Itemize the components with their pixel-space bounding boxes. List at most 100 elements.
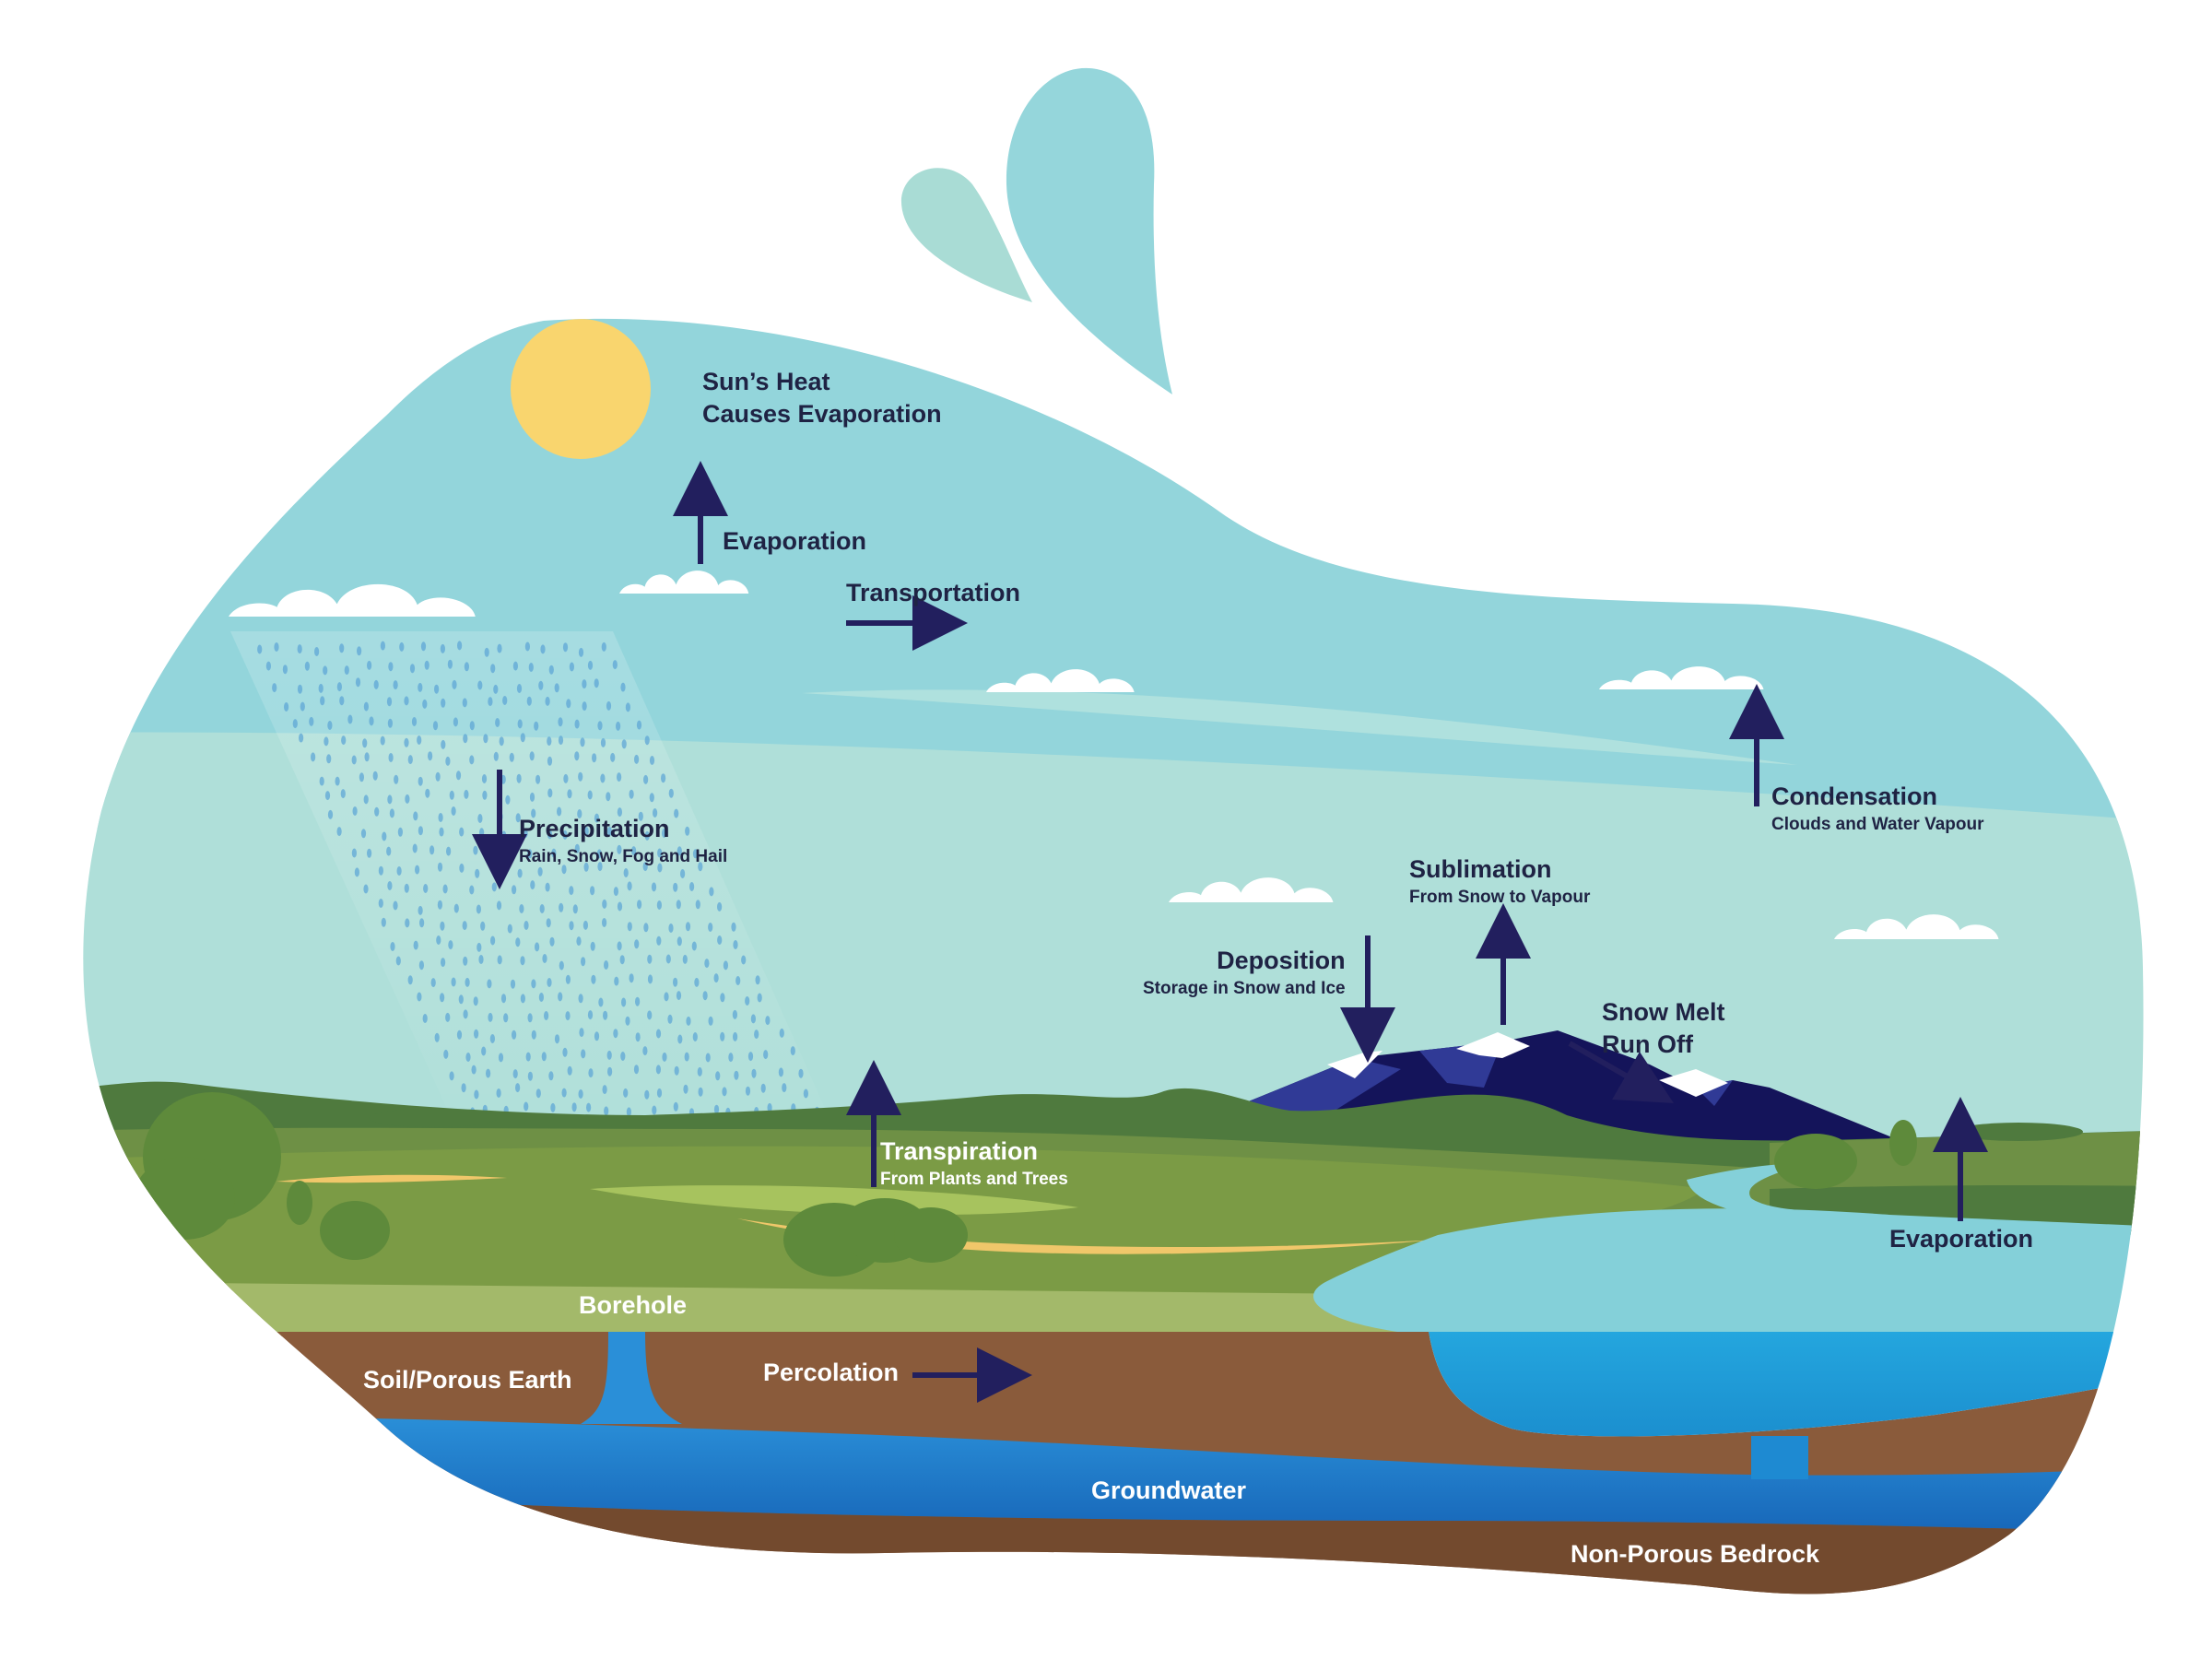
raindrop: [339, 643, 345, 653]
raindrop: [417, 735, 422, 745]
transportation-title: Transportation: [846, 579, 1021, 606]
raindrop: [763, 1050, 769, 1060]
raindrop: [619, 955, 625, 965]
raindrop: [723, 960, 729, 971]
raindrop: [734, 1070, 739, 1080]
raindrop: [684, 1052, 689, 1062]
raindrop: [634, 754, 640, 764]
raindrop: [490, 664, 496, 674]
raindrop: [720, 993, 725, 1003]
raindrop: [790, 1046, 795, 1056]
raindrop: [626, 828, 631, 838]
raindrop: [603, 1010, 608, 1020]
raindrop: [420, 641, 427, 652]
raindrop: [451, 977, 456, 987]
raindrop: [477, 942, 482, 952]
raindrop: [378, 865, 383, 876]
raindrop: [495, 718, 500, 727]
raindrop: [435, 771, 441, 782]
raindrop: [581, 1049, 586, 1059]
raindrop: [683, 1084, 688, 1094]
raindrop: [604, 1106, 609, 1116]
raindrop: [491, 882, 497, 892]
raindrop: [657, 848, 663, 858]
raindrop: [516, 684, 523, 693]
raindrop: [463, 956, 468, 966]
raindrop: [545, 882, 550, 892]
bedrock-title: Non-Porous Bedrock: [1571, 1540, 1820, 1568]
raindrop: [367, 848, 372, 858]
snow-melt-line1: Snow Melt: [1602, 998, 1725, 1026]
raindrop: [634, 939, 640, 949]
raindrop: [617, 941, 622, 951]
raindrop: [443, 1049, 449, 1059]
raindrop: [636, 720, 642, 730]
raindrop: [686, 1016, 691, 1026]
sublimation-subtitle: From Snow to Vapour: [1409, 887, 1591, 907]
raindrop: [635, 996, 641, 1006]
raindrop: [496, 1088, 501, 1098]
raindrop: [399, 641, 405, 652]
raindrop: [459, 827, 465, 837]
raindrop: [415, 865, 420, 875]
raindrop: [456, 1030, 463, 1040]
raindrop: [323, 665, 328, 676]
raindrop: [515, 813, 521, 823]
ground-strip: [83, 1281, 1475, 1336]
raindrop: [531, 808, 536, 818]
raindrop: [469, 755, 475, 765]
raindrop: [497, 955, 502, 965]
raindrop: [558, 992, 563, 1002]
raindrop: [490, 935, 496, 946]
raindrop: [445, 1012, 451, 1022]
raindrop: [554, 683, 559, 693]
raindrop: [411, 717, 418, 726]
deposition-label: Deposition Storage in Snow and Ice: [1143, 946, 1346, 999]
raindrop: [446, 846, 452, 856]
raindrop: [731, 922, 736, 932]
raindrop: [587, 660, 594, 670]
raindrop: [606, 792, 611, 802]
raindrop: [387, 881, 393, 890]
raindrop: [582, 920, 589, 930]
raindrop: [372, 771, 378, 781]
raindrop: [297, 684, 303, 694]
raindrop: [623, 1088, 629, 1098]
raindrop: [538, 680, 544, 690]
raindrop: [510, 979, 516, 989]
raindrop: [674, 1065, 679, 1076]
lake-deep: [1429, 1332, 2144, 1437]
raindrop: [621, 997, 627, 1007]
raindrop: [626, 1107, 632, 1117]
evaporation-top-label: Evaporation: [723, 526, 866, 557]
raindrop: [527, 1071, 534, 1081]
raindrop: [440, 921, 445, 931]
raindrop: [547, 756, 553, 766]
raindrop: [540, 644, 546, 654]
borehole: [581, 1332, 682, 1424]
raindrops: [257, 641, 820, 1118]
raindrop: [677, 936, 682, 947]
rain-shaft: [230, 631, 834, 1129]
raindrop: [395, 956, 401, 966]
raindrop: [517, 868, 523, 878]
raindrop: [578, 994, 583, 1004]
raindrop: [327, 809, 334, 819]
raindrop: [577, 809, 582, 818]
raindrop: [691, 941, 697, 951]
raindrop: [655, 1065, 662, 1075]
raindrop: [803, 1088, 809, 1099]
raindrop: [319, 776, 324, 786]
raindrop: [487, 979, 492, 989]
raindrop: [747, 1052, 754, 1062]
raindrop: [425, 788, 430, 798]
raindrop: [272, 683, 277, 693]
raindrop: [335, 776, 340, 786]
raindrop: [638, 811, 643, 821]
raindrop: [498, 1053, 504, 1063]
raindrop: [500, 994, 507, 1004]
raindrop: [386, 697, 393, 707]
raindrop: [535, 1088, 541, 1099]
raindrop: [591, 974, 596, 984]
raindrop: [643, 923, 649, 933]
